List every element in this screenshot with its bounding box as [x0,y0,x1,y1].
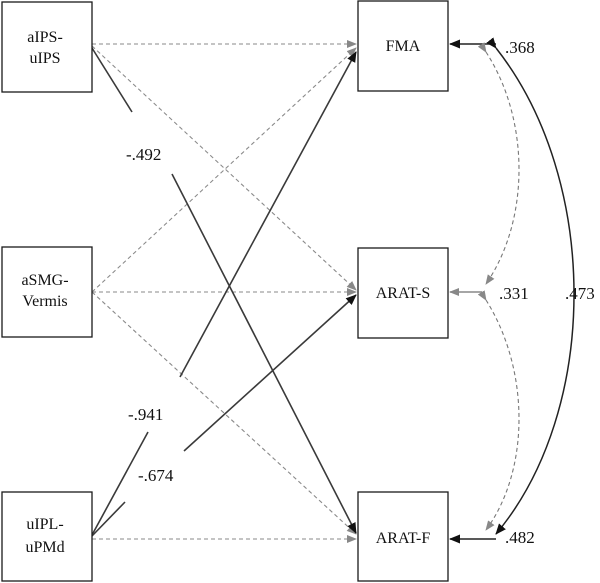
path-aips-aratf-lower [171,173,357,534]
node-aips-line1: aIPS- [27,29,63,46]
path-aips-aratf [91,47,133,113]
node-arat-f: ARAT-F [357,491,449,582]
node-uipl-line2: uPMd [25,539,64,556]
path-uipl-arats [91,501,126,537]
path-asmg-aratf [91,291,357,535]
path-asmg-fma [91,47,357,293]
coef-uipl-arats: -.674 [138,466,174,485]
node-asmg-line1: aSMG- [21,272,68,289]
node-fma-label: FMA [386,38,421,55]
node-aips-line2: uIPS [29,50,60,67]
node-asmg-vermis: aSMG- Vermis [1,246,93,338]
residual-aratf: .482 [505,528,535,547]
node-arat-s: ARAT-S [357,247,449,339]
node-aratf-label: ARAT-F [376,530,431,547]
path-uipl-fma [91,431,149,536]
path-uipl-arats-upper [183,294,357,452]
node-uipl-upmd: uIPL- uPMd [1,491,93,582]
covariance-fma-aratf: .473 [565,284,595,303]
node-arats-label: ARAT-S [376,285,431,302]
residual-arats: .331 [499,284,529,303]
residual-fma: .368 [505,38,535,57]
path-uipl-fma-upper [179,51,357,378]
node-fma: FMA [357,0,449,92]
node-aips-uips: aIPS- uIPS [1,1,93,93]
path-aips-arats [91,45,357,291]
coef-uipl-fma: -.941 [128,405,163,424]
corr-curve-arats-aratf [477,290,520,531]
corr-curve-fma-aratf [486,37,575,535]
corr-curve-fma-arats [477,42,520,285]
coef-aips-aratf: -.492 [126,145,161,164]
node-asmg-line2: Vermis [22,293,67,310]
node-uipl-line1: uIPL- [26,516,63,533]
